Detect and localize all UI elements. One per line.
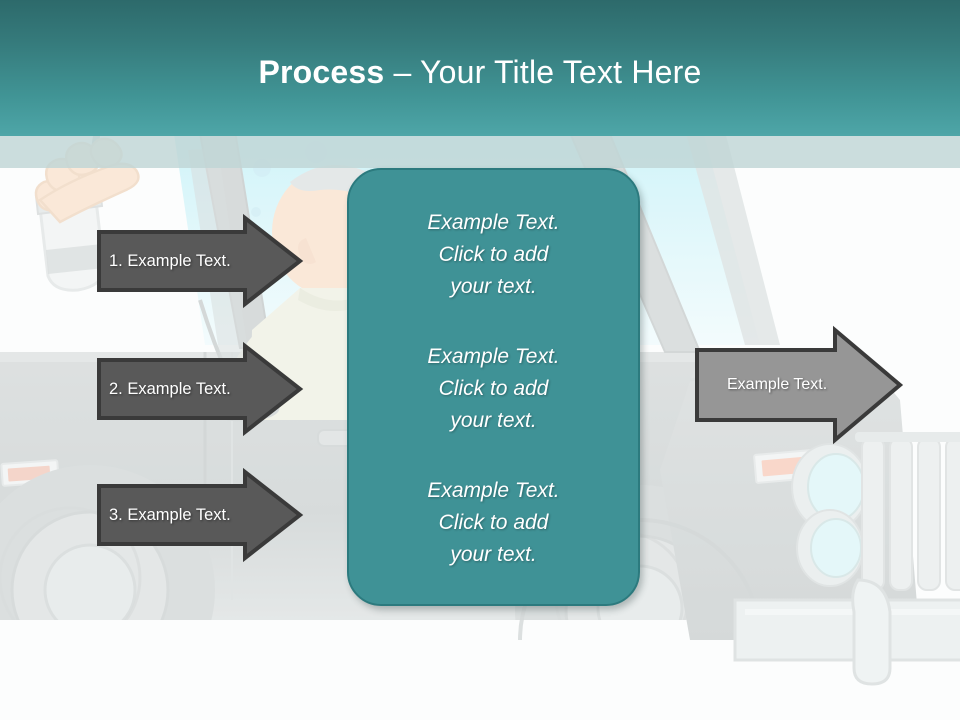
header-underband [0, 136, 960, 168]
process-arrow-2[interactable]: 2. Example Text. [97, 341, 304, 437]
process-arrow-1[interactable]: 1. Example Text. [97, 213, 304, 309]
center-text-panel[interactable]: Example Text. Click to add your text. Ex… [347, 168, 640, 606]
center-text-block-3: Example Text. Click to add your text. [427, 479, 560, 566]
process-arrow-3[interactable]: 3. Example Text. [97, 467, 304, 563]
arrow-right-shape-icon [97, 467, 304, 563]
page-title-bold: Process [258, 54, 394, 90]
center-text-block-2: Example Text. Click to add your text. [427, 345, 560, 432]
page-title: Process – Your Title Text Here [0, 52, 960, 92]
arrow-right-shape-icon [97, 341, 304, 437]
arrow-right-shape-icon [695, 325, 904, 445]
page-title-rest: – Your Title Text Here [393, 54, 702, 90]
arrow-right-shape-icon [97, 213, 304, 309]
center-text-block-1: Example Text. Click to add your text. [427, 211, 560, 298]
result-arrow[interactable]: Example Text. [695, 325, 904, 445]
header-band [0, 0, 960, 136]
